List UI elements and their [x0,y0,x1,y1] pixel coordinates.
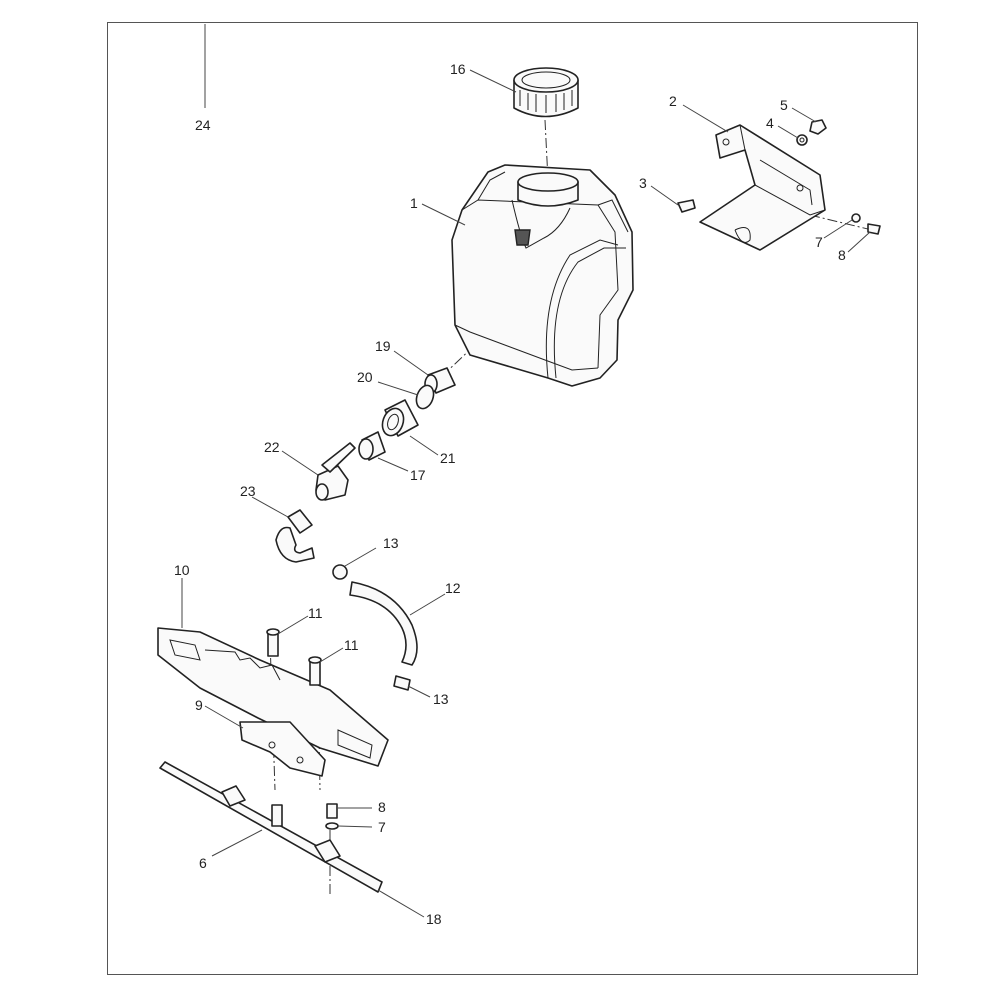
cap-part-16 [513,67,579,118]
callout-7-upper: 7 [815,234,823,250]
callout-1: 1 [410,195,418,211]
tank-part-1 [451,164,634,387]
callout-11-right: 11 [344,637,359,653]
callout-3: 3 [639,175,647,191]
nut-part-21 [381,399,419,437]
callout-11-left: 11 [308,605,323,621]
callout-24: 24 [195,117,211,133]
clamp-part-13-lower [393,675,411,691]
callout-20: 20 [357,369,373,385]
plate-part-9 [239,721,326,777]
callout-22: 22 [264,439,280,455]
adapter-part-17 [358,431,386,461]
callout-6: 6 [199,855,207,871]
o-ring-part-20 [415,384,435,410]
callout-13-lower: 13 [433,691,449,707]
callout-12: 12 [445,580,461,596]
clamp-part-13-upper [332,564,348,580]
callout-4: 4 [766,115,774,131]
callout-7-lower: 7 [378,819,386,835]
callout-5: 5 [780,97,788,113]
elbow-part-23 [275,509,315,563]
callout-16: 16 [450,61,466,77]
callout-19: 19 [375,338,391,354]
callout-9: 9 [195,697,203,713]
callout-labels: 1 2 3 4 5 6 7 7 8 8 9 10 11 11 12 13 13 … [174,61,846,927]
callout-13-upper: 13 [383,535,399,551]
callout-8-upper: 8 [838,247,846,263]
rail-bracket-part-10 [157,627,389,767]
fasteners-bracket [677,119,881,235]
callout-17: 17 [410,467,426,483]
callout-10: 10 [174,562,190,578]
callout-18: 18 [426,911,442,927]
bolt-part-11-right [308,656,322,686]
valve-part-22 [315,442,356,501]
callout-8-lower: 8 [378,799,386,815]
bracket-part-2 [699,124,826,251]
leader-lines [181,69,871,918]
fasteners-lower [325,803,339,830]
callout-21: 21 [440,450,456,466]
callout-2: 2 [669,93,677,109]
callout-23: 23 [240,483,256,499]
bar-part-6 [159,761,383,893]
hose-part-12 [349,581,418,666]
bolt-part-11-left [266,628,280,657]
drawing-frame [107,22,918,975]
